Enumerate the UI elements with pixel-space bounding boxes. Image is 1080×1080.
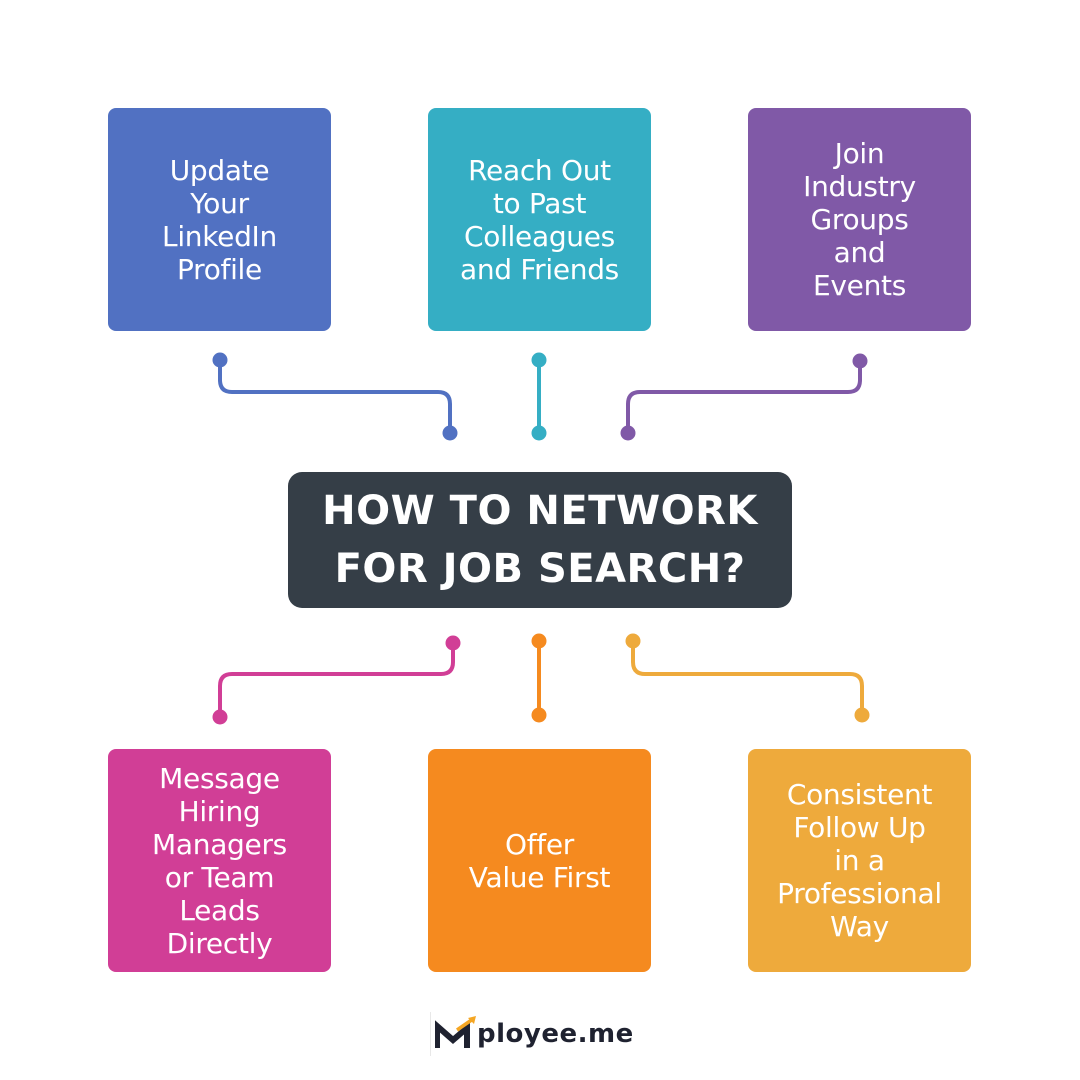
connector-dot xyxy=(531,425,547,441)
card-join-groups: Join Industry Groups and Events xyxy=(748,108,971,331)
connector-dot xyxy=(531,707,547,723)
card-reach-out: Reach Out to Past Colleagues and Friends xyxy=(428,108,651,331)
central-title-box: HOW TO NETWORK FOR JOB SEARCH? xyxy=(288,472,792,608)
connector-hiring-managers xyxy=(212,635,461,725)
connector-linkedin xyxy=(212,352,458,441)
card-label: Reach Out to Past Colleagues and Friends xyxy=(460,153,619,286)
connector-dot xyxy=(212,709,228,725)
connector-follow-up xyxy=(625,633,870,723)
card-label: Update Your LinkedIn Profile xyxy=(162,153,277,286)
logo-mark-icon xyxy=(435,1016,476,1048)
card-follow-up: Consistent Follow Up in a Professional W… xyxy=(748,749,971,972)
card-label: Consistent Follow Up in a Professional W… xyxy=(777,778,942,943)
connector-offer-value xyxy=(531,633,547,723)
brand-logo: ployee.me xyxy=(430,1012,634,1056)
connector-dot xyxy=(442,425,458,441)
connector-dot xyxy=(445,635,461,651)
page-title: HOW TO NETWORK FOR JOB SEARCH? xyxy=(322,488,758,592)
connector-industry-groups xyxy=(620,353,868,441)
card-offer-value: Offer Value First xyxy=(428,749,651,972)
card-label: Offer Value First xyxy=(468,827,611,894)
connector-dot xyxy=(620,425,636,441)
connector-dot xyxy=(625,633,641,649)
connector-dot xyxy=(854,707,870,723)
card-update-linkedin: Update Your LinkedIn Profile xyxy=(108,108,331,331)
card-label: Message Hiring Managers or Team Leads Di… xyxy=(152,761,287,960)
logo-text: ployee.me xyxy=(477,1019,634,1049)
card-message-managers: Message Hiring Managers or Team Leads Di… xyxy=(108,749,331,972)
card-label: Join Industry Groups and Events xyxy=(803,137,916,302)
connector-dot xyxy=(212,352,228,368)
connector-dot xyxy=(852,353,868,369)
connector-colleagues xyxy=(531,352,547,441)
connector-dot xyxy=(531,352,547,368)
connector-dot xyxy=(531,633,547,649)
